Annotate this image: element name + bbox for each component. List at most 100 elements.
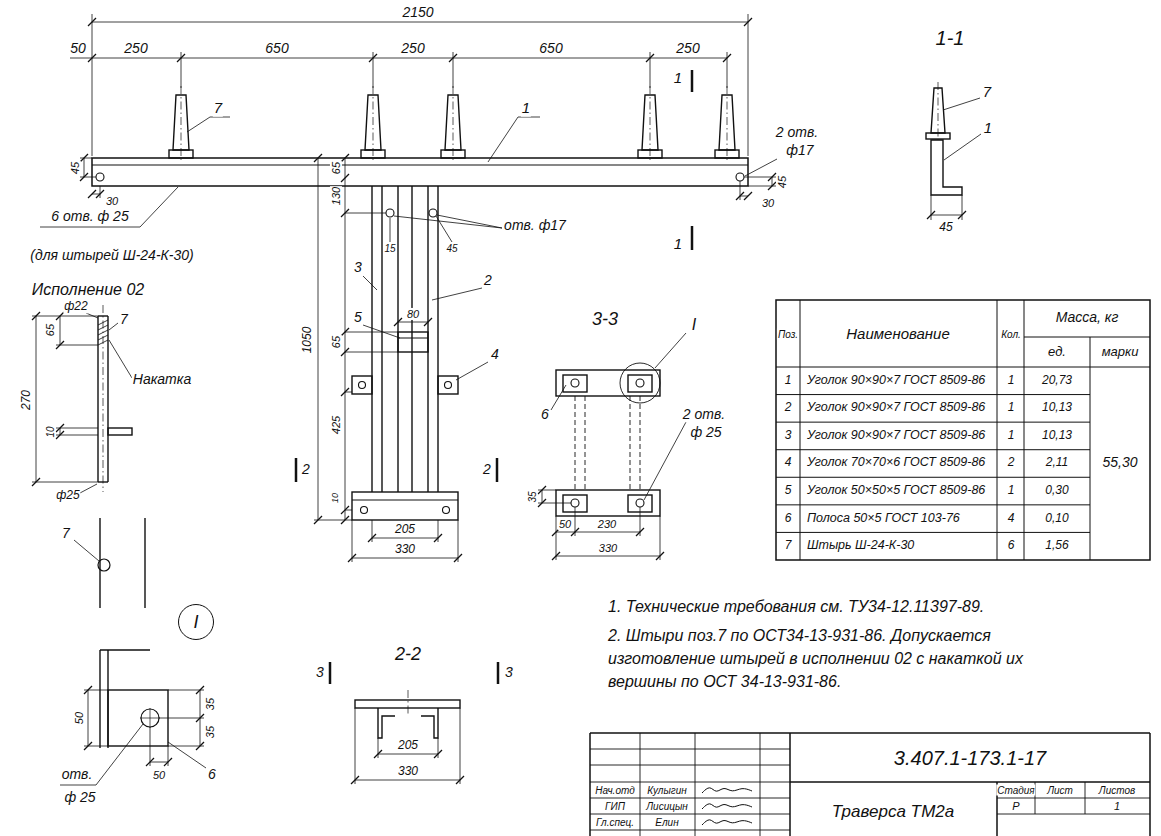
table-cell: 1 bbox=[784, 374, 793, 387]
dimension-line bbox=[80, 158, 92, 159]
table-cell: 2 bbox=[784, 402, 793, 415]
dimension-text: 250 bbox=[675, 41, 700, 56]
title-block-grid bbox=[997, 814, 1150, 815]
dimension-tick bbox=[341, 209, 349, 217]
angle-section bbox=[421, 708, 438, 738]
dimension-tick bbox=[341, 506, 349, 514]
dimension-line bbox=[318, 158, 319, 520]
callout-number: 7 bbox=[213, 100, 223, 117]
crossarm-angle bbox=[92, 158, 748, 186]
dimension-line bbox=[931, 195, 962, 220]
dimension-text: 65 bbox=[44, 323, 56, 337]
table-cell: 4 bbox=[1007, 512, 1016, 525]
dimension-line bbox=[345, 332, 398, 333]
dimension-text: ф22 bbox=[63, 300, 88, 313]
dimension-line bbox=[962, 195, 963, 220]
leader-line bbox=[86, 313, 98, 318]
table-cell: 55,30 bbox=[1101, 455, 1138, 470]
callout-number: 3 bbox=[353, 260, 363, 275]
title-block-grid bbox=[997, 798, 1150, 799]
dimension-tick bbox=[341, 516, 349, 524]
table-cell: 10,13 bbox=[1041, 429, 1073, 442]
center-line bbox=[453, 86, 454, 160]
leader-line bbox=[74, 540, 99, 561]
title-block-grid bbox=[1085, 782, 1086, 814]
angle-edge bbox=[100, 649, 150, 650]
table-grid bbox=[776, 394, 1090, 395]
dimension-line bbox=[32, 482, 98, 483]
dimension-text: 2 отв. bbox=[775, 125, 819, 140]
table-grid bbox=[1024, 337, 1150, 338]
dimension-line bbox=[740, 196, 748, 197]
view-title: 1-1 bbox=[935, 27, 966, 49]
leader-line bbox=[40, 227, 140, 228]
dimension-text: 65 bbox=[330, 335, 342, 349]
callout-number: 4 bbox=[490, 347, 500, 362]
table-cell: Уголок 90×90×7 ГОСТ 8509-86 bbox=[806, 401, 986, 415]
dimension-line bbox=[931, 215, 962, 216]
title-block-grid bbox=[695, 733, 696, 836]
leader-line bbox=[943, 98, 980, 110]
center-line bbox=[373, 86, 374, 160]
leader-line bbox=[745, 159, 777, 176]
dimension-tick bbox=[424, 318, 432, 326]
dimension-tick bbox=[341, 154, 349, 162]
angle-edge bbox=[99, 518, 100, 608]
dimension-tick bbox=[927, 211, 966, 219]
dimension-tick bbox=[32, 478, 40, 486]
dimension-line bbox=[36, 316, 37, 482]
title-block-grid bbox=[590, 765, 790, 766]
bolt-hole bbox=[571, 499, 579, 507]
dimension-text: 425 bbox=[330, 415, 342, 435]
dimension-tick bbox=[146, 758, 154, 766]
dimension-tick bbox=[351, 750, 464, 784]
callout-number: 1 bbox=[521, 100, 531, 117]
angle-section bbox=[931, 140, 962, 195]
leader-line bbox=[488, 117, 518, 162]
dimension-text: 50 bbox=[152, 769, 166, 781]
base-angle bbox=[352, 492, 458, 520]
callout-number: 2 bbox=[483, 273, 493, 288]
section-mark: 3 bbox=[315, 665, 325, 680]
title-block-frame bbox=[590, 732, 1150, 734]
table-cell: 1 bbox=[1007, 374, 1016, 387]
insulator-pin bbox=[173, 95, 735, 150]
dimension-text: 2150 bbox=[401, 5, 434, 20]
bolt-hole bbox=[141, 709, 159, 727]
post-angle bbox=[411, 186, 412, 492]
dimension-tick bbox=[454, 554, 462, 562]
dimension-line bbox=[772, 177, 773, 186]
dimension-line bbox=[458, 520, 459, 562]
table-grid bbox=[776, 477, 1090, 478]
dimension-line bbox=[355, 780, 460, 781]
leader-line bbox=[210, 117, 230, 118]
dimension-tick bbox=[196, 714, 204, 722]
leader-line bbox=[518, 117, 540, 118]
dimension-text: ф17 bbox=[785, 143, 814, 158]
table-frame bbox=[776, 300, 1150, 560]
title-block-grid bbox=[760, 733, 761, 836]
center-line bbox=[938, 82, 939, 140]
title-block-text: Кулыгин bbox=[646, 785, 688, 796]
dimension-tick bbox=[314, 516, 322, 524]
angle-section bbox=[108, 428, 132, 435]
table-cell: 1,56 bbox=[1044, 540, 1069, 553]
title-block-text: ГИП bbox=[604, 801, 626, 812]
dimension-text: 45 bbox=[776, 175, 788, 189]
table-cell: 3 bbox=[784, 429, 793, 442]
center-line bbox=[408, 690, 409, 716]
detail-letter: I bbox=[193, 613, 198, 631]
post-angle bbox=[381, 186, 382, 492]
dimension-text: 6 отв. ф 25 bbox=[50, 209, 129, 224]
table-grid bbox=[776, 300, 1150, 560]
hidden-line bbox=[640, 396, 641, 490]
title-block-frame bbox=[589, 733, 591, 836]
dimension-tick bbox=[164, 758, 172, 766]
dimension-tick bbox=[351, 776, 359, 784]
dimension-line bbox=[70, 14, 748, 156]
spacer-angle-flange bbox=[398, 338, 428, 339]
hidden-line bbox=[630, 396, 631, 490]
section-mark: 2 bbox=[301, 462, 311, 477]
pin-washer bbox=[169, 150, 739, 158]
dimension-text: 45 bbox=[938, 221, 953, 234]
